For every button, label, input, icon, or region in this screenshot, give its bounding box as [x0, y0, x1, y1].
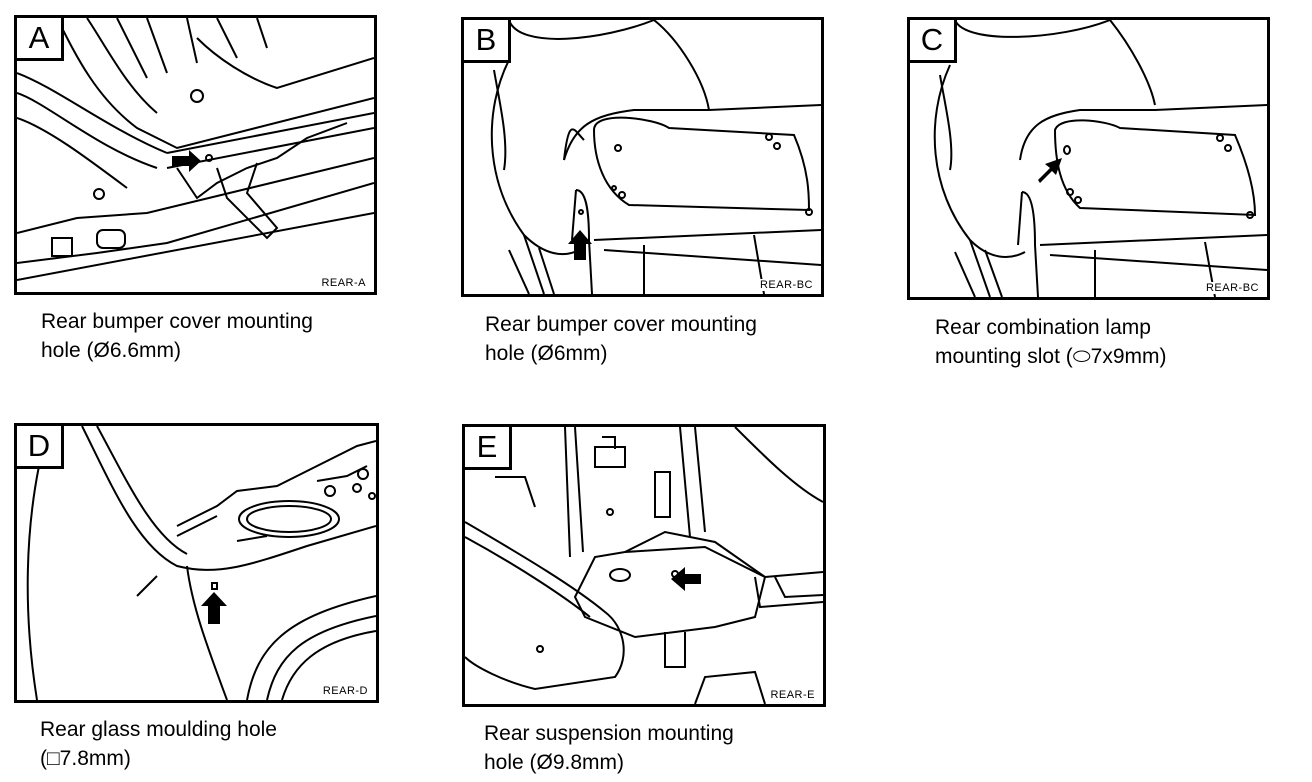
caption-e-line-1: Rear suspension mounting: [484, 722, 734, 745]
figure-panel-d: D REAR-D: [14, 423, 379, 703]
caption-a-line-1: Rear bumper cover mounting: [41, 310, 313, 333]
caption-b: Rear bumper cover mounting hole (Ø6mm): [485, 310, 757, 368]
caption-c-line-1: Rear combination lamp: [935, 316, 1151, 339]
figure-ref-e: REAR-E: [770, 689, 815, 701]
caption-a-line-2: hole (Ø6.6mm): [41, 339, 182, 362]
caption-d-line-1: Rear glass moulding hole: [40, 718, 277, 741]
caption-e: Rear suspension mounting hole (Ø9.8mm): [484, 719, 734, 777]
caption-c-line-2: mounting slot (⬭7x9mm): [935, 345, 1167, 368]
panel-letter-a: A: [17, 18, 64, 61]
figure-ref-d: REAR-D: [322, 685, 368, 697]
panel-letter-e: E: [465, 427, 512, 470]
panel-letter-d: D: [17, 426, 64, 469]
drawing-combination-lamp-slot: [933, 20, 1267, 297]
figure-ref-a: REAR-A: [321, 277, 366, 289]
drawing-rear-bumper-hole: [17, 18, 374, 281]
figure-ref-c: REAR-BC: [1205, 282, 1259, 294]
panel-letter-c: C: [910, 20, 957, 63]
caption-c: Rear combination lamp mounting slot (⬭7x…: [935, 313, 1167, 371]
figure-panel-e: E REAR-E: [462, 424, 826, 707]
caption-e-line-2: hole (Ø9.8mm): [484, 751, 625, 774]
caption-d: Rear glass moulding hole (□7.8mm): [40, 715, 277, 773]
figure-ref-b: REAR-BC: [759, 279, 813, 291]
panel-letter-b: B: [464, 20, 511, 63]
caption-b-line-1: Rear bumper cover mounting: [485, 313, 757, 336]
drawing-rear-suspension-mounting-hole: [465, 427, 823, 704]
caption-d-line-2: (□7.8mm): [40, 747, 131, 770]
figure-panel-b: B REAR-BC: [461, 17, 824, 297]
caption-b-line-2: hole (Ø6mm): [485, 342, 608, 365]
figure-panel-a: A REAR-A: [14, 15, 377, 295]
caption-a: Rear bumper cover mounting hole (Ø6.6mm): [41, 307, 313, 365]
drawing-rear-bumper-hole-b: [490, 20, 821, 294]
figure-panel-c: C REAR-BC: [907, 17, 1270, 300]
drawing-rear-glass-moulding-hole: [26, 426, 376, 700]
